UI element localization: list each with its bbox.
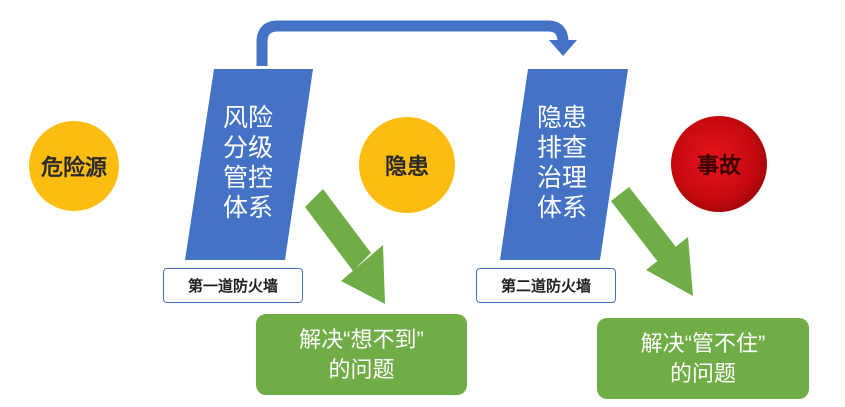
system2-line: 排查: [536, 134, 587, 162]
system1-line: 体系: [222, 194, 273, 222]
hidden-danger-node: 隐患: [359, 117, 455, 213]
solution1-box: 解决“想不到” 的问题: [256, 314, 467, 395]
hidden-danger-label: 隐患: [384, 154, 429, 179]
firewall1-label-text: 第一道防火墙: [187, 278, 278, 295]
system1-shape: [185, 69, 313, 260]
top-connector-arrow: [256, 20, 569, 66]
solution1-line2: 的问题: [328, 356, 395, 382]
green-arrow-2-shaft: [611, 187, 676, 262]
solution2-line1: 解决“管不住”: [640, 330, 766, 356]
firewall2-label-text: 第二道防火墙: [500, 278, 591, 295]
green-arrow-1-head: [341, 245, 385, 304]
system2-line: 体系: [536, 194, 587, 222]
top-connector-arrowhead: [549, 40, 577, 56]
solution1-line1: 解决“想不到”: [299, 326, 424, 352]
system2-line: 隐患: [536, 104, 587, 132]
system1-text: 风险 分级 管控 体系: [216, 103, 280, 223]
green-arrow-1-shaft: [305, 189, 371, 271]
hazard-source-node: 危险源: [29, 121, 119, 211]
accident-label: 事故: [696, 153, 741, 178]
accident-node: 事故: [671, 116, 767, 212]
system1-line: 风险: [222, 104, 273, 132]
solution2-box: 解决“管不住” 的问题: [597, 318, 809, 399]
system2-text: 隐患 排查 治理 体系: [530, 103, 594, 223]
hazard-source-label: 危险源: [40, 155, 107, 180]
firewall1-label: 第一道防火墙: [163, 268, 303, 303]
green-arrow-2-head: [646, 237, 693, 296]
solution2-line2: 的问题: [669, 360, 736, 386]
system2-shape: [500, 69, 628, 260]
system2-line: 治理: [536, 164, 587, 192]
firewall2-label: 第二道防火墙: [476, 268, 616, 303]
system1-line: 分级: [222, 134, 273, 162]
system1-line: 管控: [222, 164, 273, 192]
